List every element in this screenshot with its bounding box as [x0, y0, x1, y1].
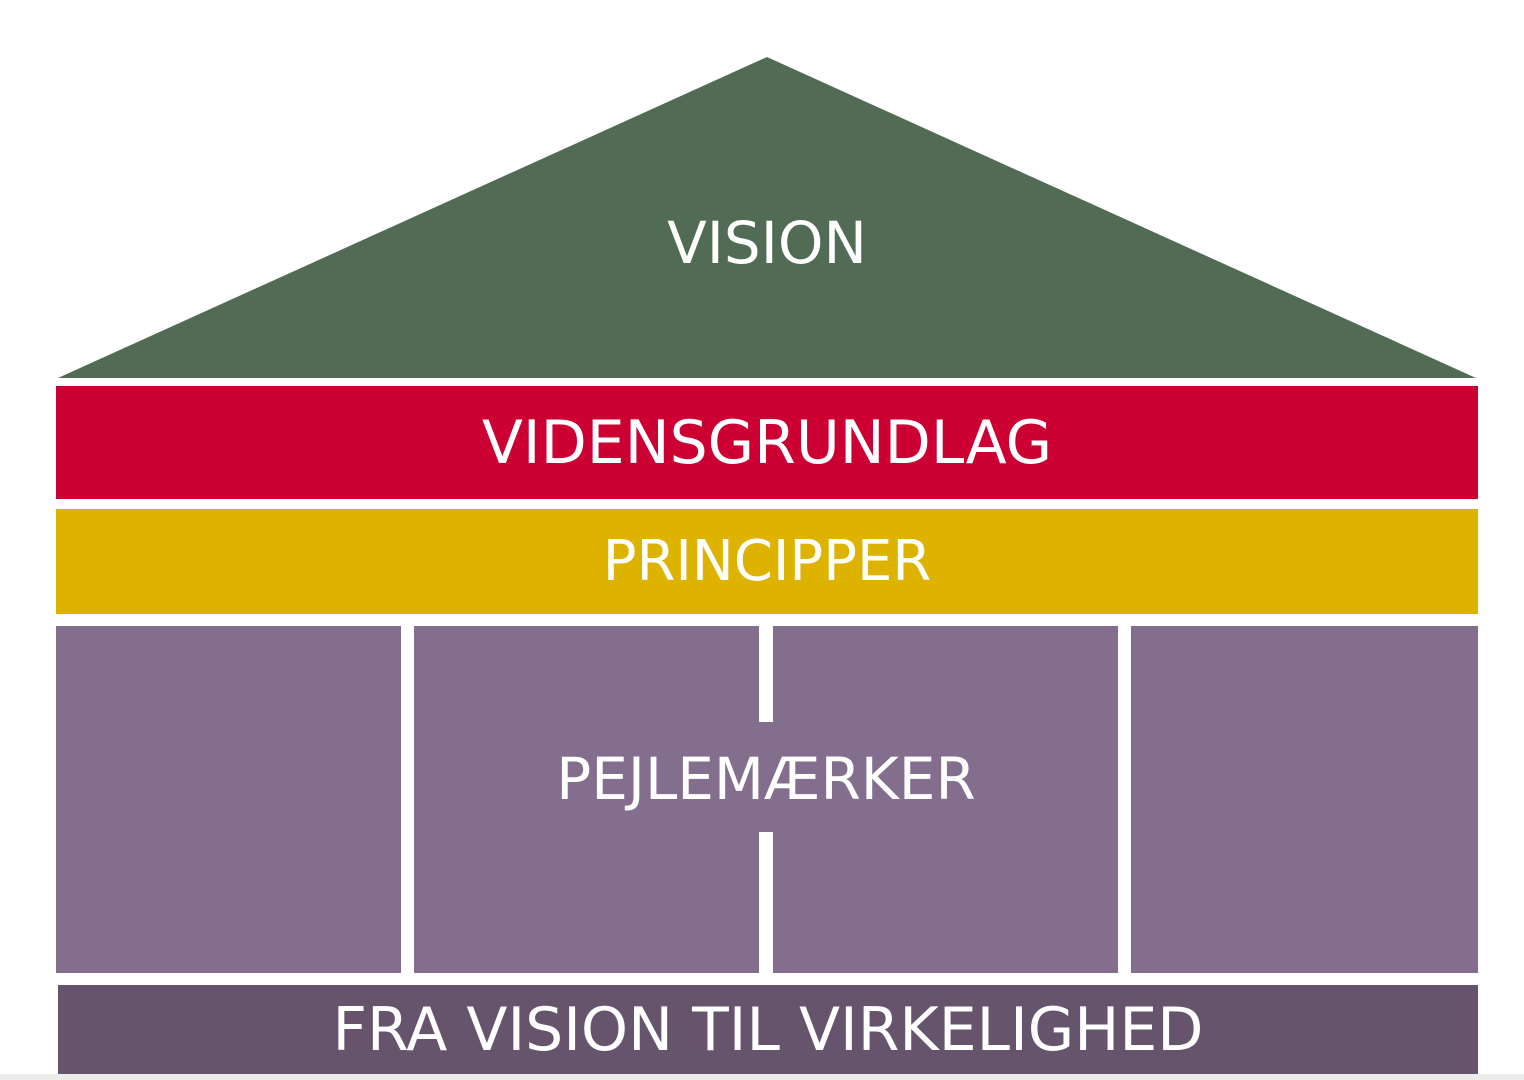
- pillar: [773, 626, 1118, 973]
- pillar: [414, 626, 759, 973]
- page-bottom-edge: [0, 1074, 1524, 1080]
- pillar: [1131, 626, 1478, 973]
- roof: [58, 57, 1476, 378]
- roof-label: VISION: [667, 209, 867, 277]
- foundation-band: FRA VISION TIL VIRKELIGHED: [58, 985, 1478, 1074]
- foundation-label: FRA VISION TIL VIRKELIGHED: [332, 994, 1204, 1065]
- principles-band-label: PRINCIPPER: [602, 528, 932, 594]
- principles-band: PRINCIPPER: [56, 509, 1478, 614]
- pillars-label-patch: [740, 722, 796, 832]
- knowledge-band: VIDENSGRUNDLAG: [56, 386, 1478, 499]
- knowledge-band-label: VIDENSGRUNDLAG: [481, 407, 1053, 478]
- pillar: [56, 626, 401, 973]
- pillars-label: PEJLEMÆRKER: [556, 745, 976, 813]
- roof-triangle: [58, 57, 1476, 378]
